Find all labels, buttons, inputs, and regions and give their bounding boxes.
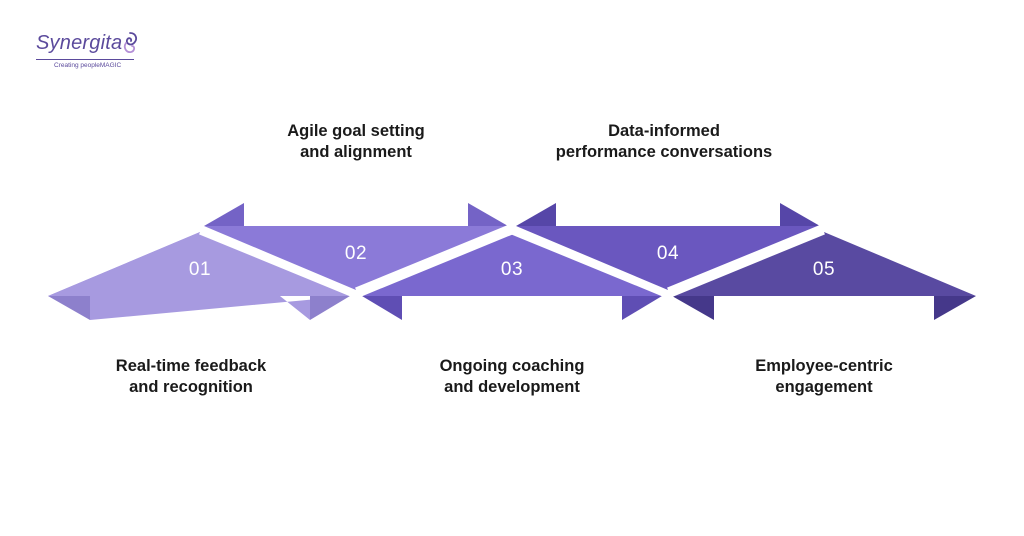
step-label-04: Data-informed performance conversations: [556, 121, 772, 163]
butterfly-swirl-icon: [123, 32, 137, 53]
step-label-02: Agile goal setting and alignment: [287, 121, 425, 163]
brand-name: Synergita: [36, 32, 123, 54]
step-label-line: Real-time feedback: [115, 357, 267, 375]
step-label-line: and alignment: [300, 143, 412, 161]
step-label-01: Real-time feedback and recognition: [116, 356, 266, 398]
step-number-01: 01: [189, 259, 211, 280]
step-shape-05: [672, 232, 976, 320]
step-label-line: Agile goal setting: [287, 122, 425, 140]
step-label-line: Ongoing coaching: [439, 357, 585, 375]
separator: [355, 229, 513, 299]
step-label-line: Employee-centric: [755, 357, 893, 375]
separator: [199, 229, 357, 299]
step-shape-01: [48, 232, 350, 320]
step-label-line: engagement: [775, 378, 873, 396]
separator: [667, 223, 825, 293]
separator: [355, 223, 513, 293]
step-number-05: 05: [813, 259, 835, 280]
step-label-03: Ongoing coaching and development: [440, 356, 585, 398]
step-label-line: Data-informed: [608, 122, 720, 140]
step-number-03: 03: [501, 259, 523, 280]
step-label-line: and recognition: [129, 378, 253, 396]
step-label-line: and development: [444, 378, 580, 396]
step-label-05: Employee-centric engagement: [755, 356, 893, 398]
logo-divider: [36, 59, 134, 60]
step-shape-04: [516, 203, 820, 290]
brand-logo[interactable]: Synergita Creating peopleMAGIC: [36, 30, 146, 74]
step-shape-03: [362, 232, 662, 320]
step-number-04: 04: [657, 243, 679, 264]
brand-tagline: Creating peopleMAGIC: [54, 62, 122, 69]
separator: [511, 229, 669, 299]
step-number-02: 02: [345, 243, 367, 264]
separator: [667, 229, 825, 299]
step-shape-02: [204, 203, 508, 290]
step-label-line: performance conversations: [555, 143, 773, 161]
